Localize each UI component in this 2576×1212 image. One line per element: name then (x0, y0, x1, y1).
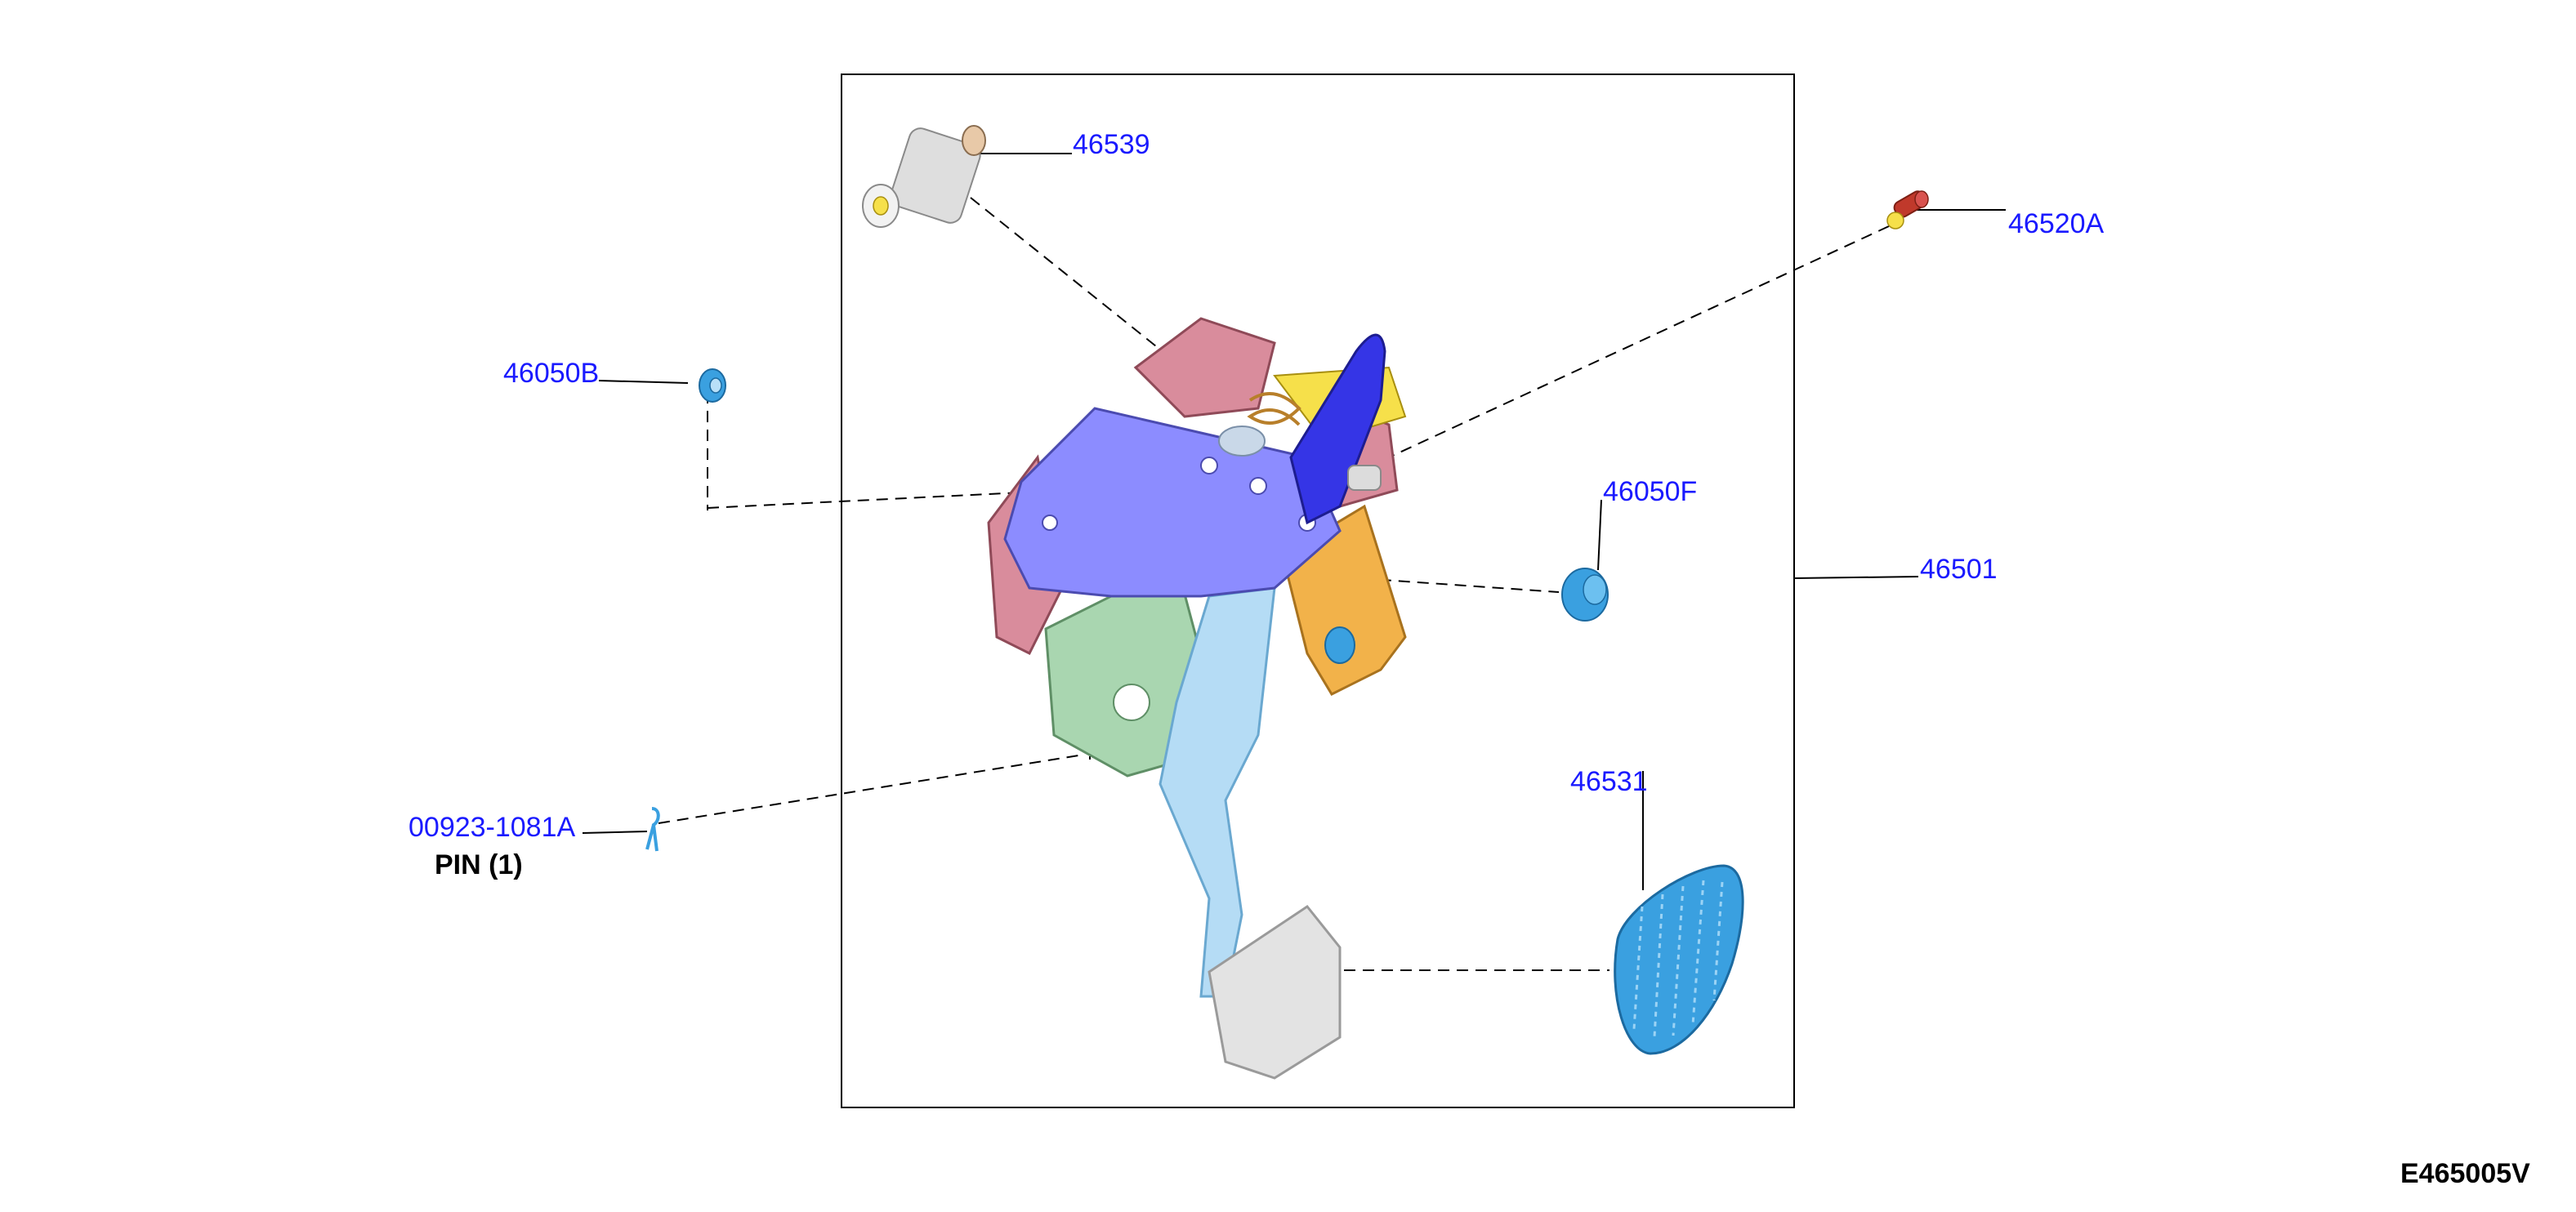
leader-46050B (598, 380, 689, 384)
leader-pin (582, 831, 648, 834)
part-46050B-bushing (699, 368, 726, 403)
connector-pin (658, 755, 1079, 824)
callout-46531[interactable]: 46531 (1570, 766, 1648, 797)
leader-46501 (1793, 576, 1919, 579)
callout-00923-1081A[interactable]: 00923-1081A (408, 812, 576, 843)
callout-46501[interactable]: 46501 (1920, 554, 1998, 585)
part-46539-switch (862, 125, 986, 228)
callout-pin-sublabel: PIN (1) (435, 849, 523, 880)
part-46531-pedal-pad (1614, 864, 1744, 1055)
callout-46050B[interactable]: 46050B (503, 358, 599, 389)
leader-46050F (1597, 499, 1602, 571)
part-46520A-pin (1886, 190, 1929, 229)
callout-46050F[interactable]: 46050F (1603, 476, 1697, 507)
connector-46539 (970, 197, 1161, 350)
part-46501-pedal-assembly (987, 317, 1407, 1080)
callout-46539[interactable]: 46539 (1073, 129, 1150, 160)
figure-code: E465005V (2400, 1158, 2530, 1189)
assembly-frame (841, 74, 1795, 1108)
part-46050F-bushing (1561, 568, 1609, 622)
callout-46520A[interactable]: 46520A (2008, 208, 2105, 239)
part-00923-1081A-pin (645, 807, 660, 852)
connector-46520A (1388, 225, 1890, 458)
connector-46050B-horizontal (707, 492, 1022, 509)
